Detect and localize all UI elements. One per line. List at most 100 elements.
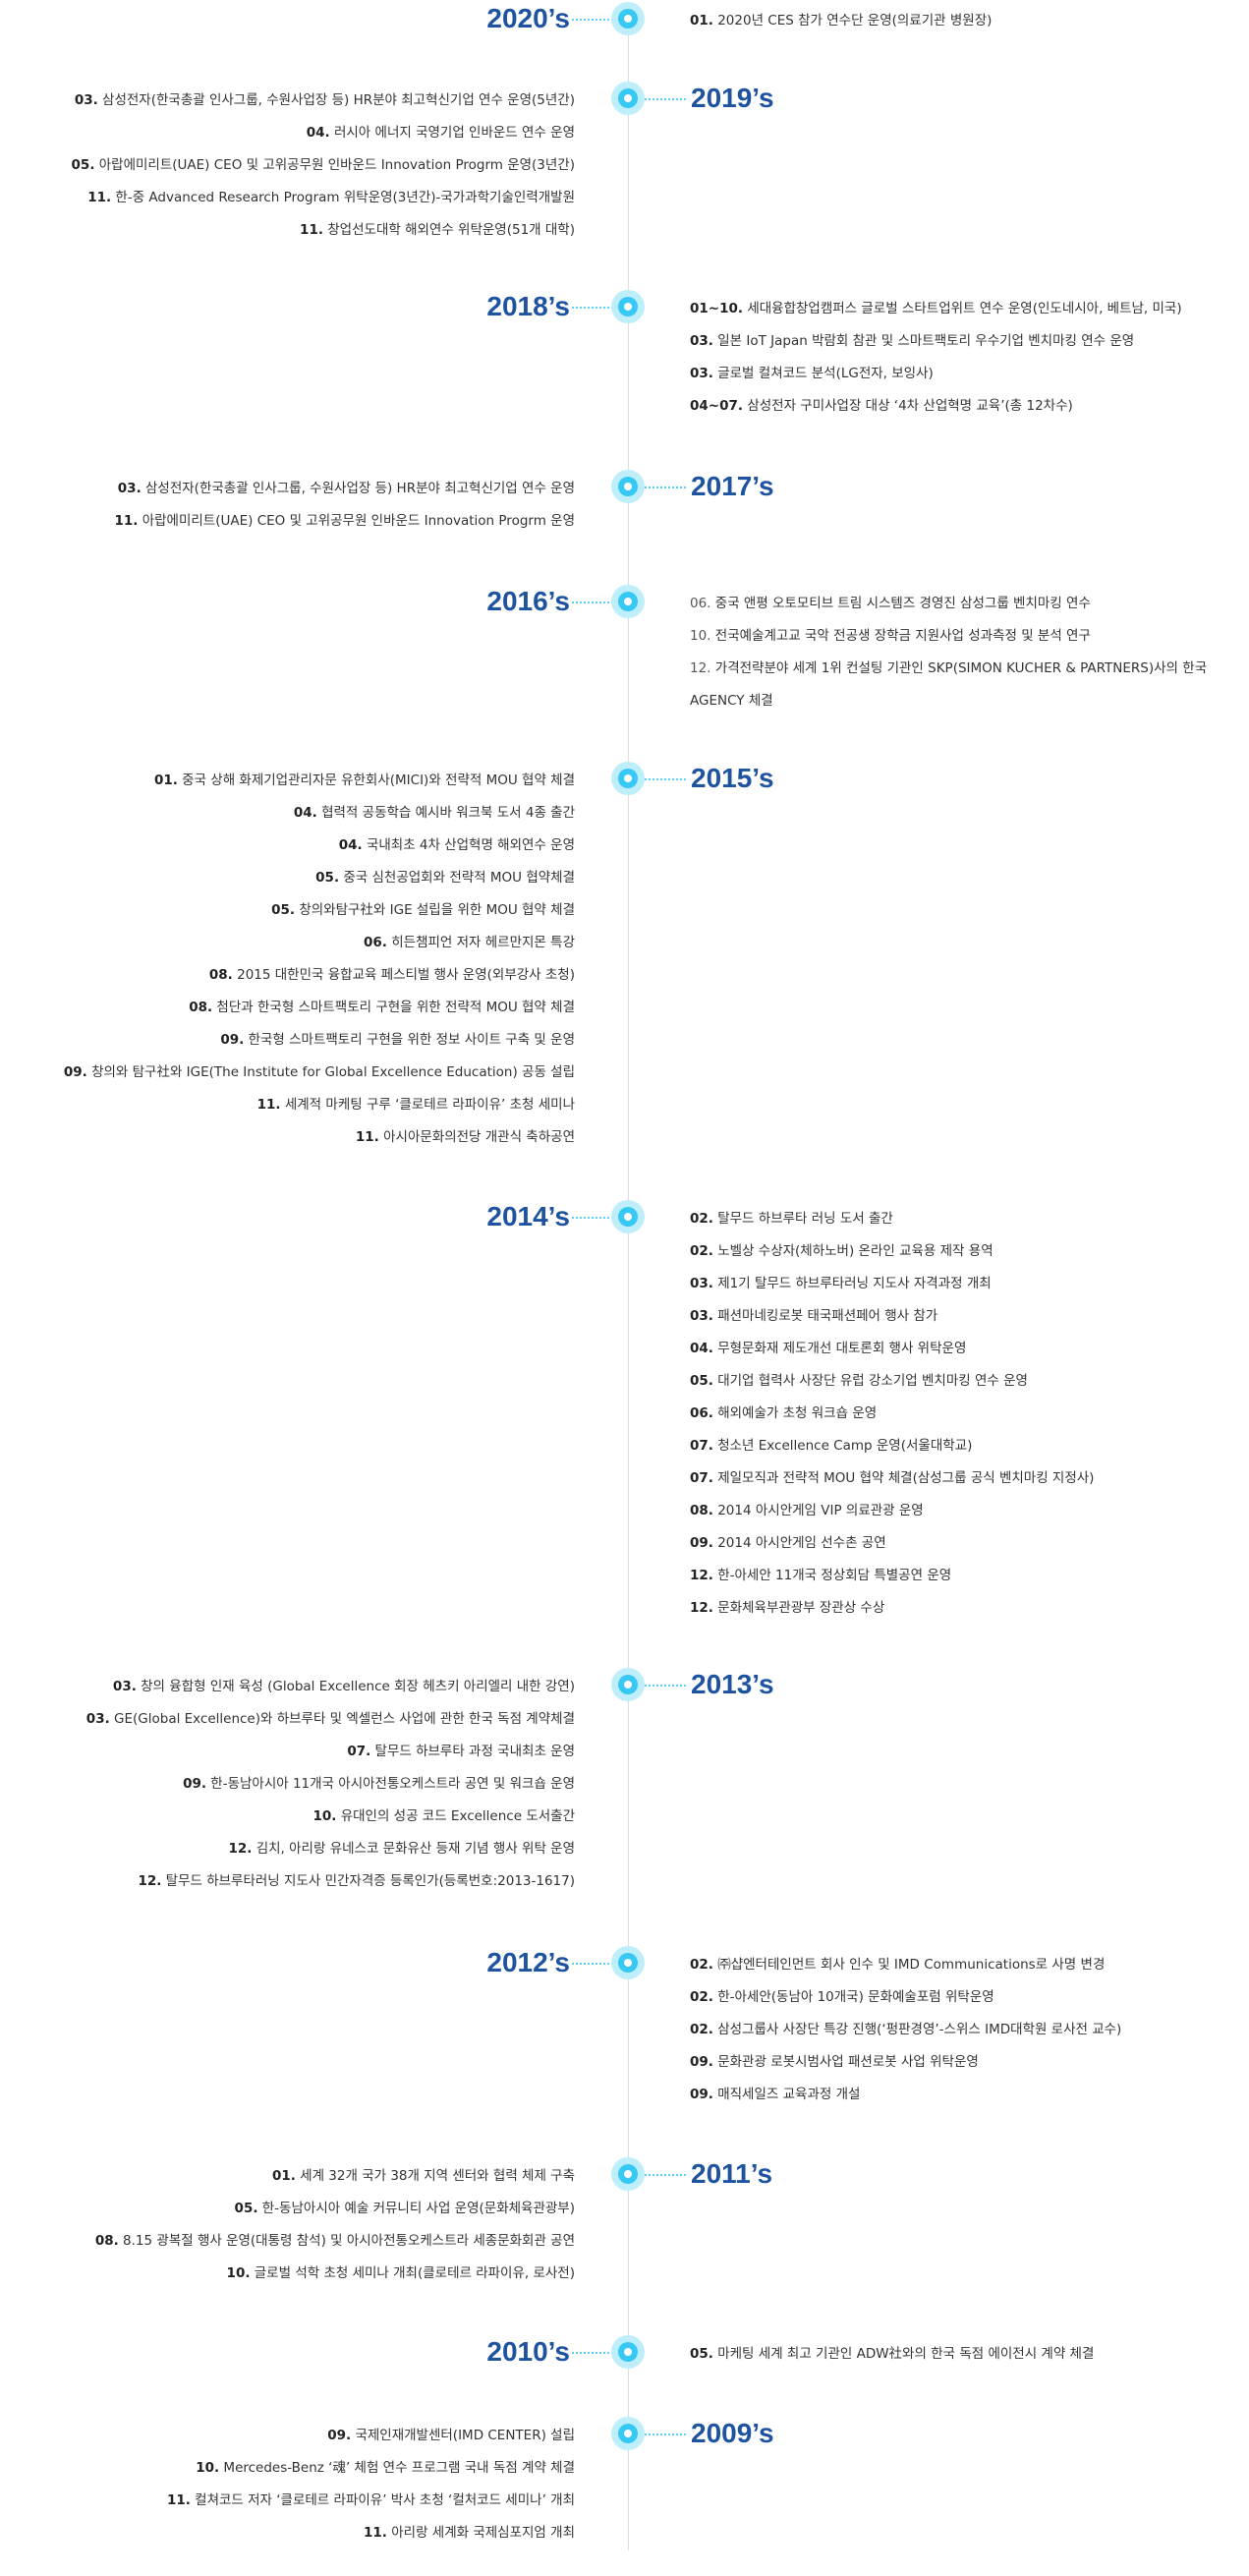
item-text: 아리랑 세계화 국제심포지엄 개최 [391,2525,575,2541]
item-month: 08. [94,2233,119,2249]
item-text: 세계 32개 국가 38개 지역 센터와 협력 체제 구축 [300,2168,575,2184]
item-month: 06. [364,935,387,950]
timeline-item: 04. 국내최초 4차 산업혁명 해외연수 운영 [0,830,575,862]
year-items: 02. ㈜샵엔터테인먼트 회사 인수 및 IMD Communications로… [690,1949,1240,2111]
item-month: 08. [189,1000,213,1015]
timeline-item: 01. 중국 상해 화제기업관리자문 유한회사(MICI)와 전략적 MOU 협… [0,765,575,797]
year-connector [645,98,686,100]
timeline-item: 11. 창업선도대학 해외연수 위탁운영(51개 대학) [0,214,575,247]
item-text: 대기업 협력사 사장단 유럽 강소기업 벤치마킹 연수 운영 [717,1373,1028,1389]
item-text: 국내최초 4차 산업혁명 해외연수 운영 [366,837,575,853]
item-month: 03. [690,366,713,381]
timeline-item: 09. 문화관광 로봇시범사업 패션로봇 사업 위탁운영 [690,2046,1240,2079]
timeline-node-icon [611,2,645,35]
timeline-item: 05. 아랍에미리트(UAE) CEO 및 고위공무원 인바운드 Innovat… [0,149,575,182]
year-connector [572,19,613,21]
timeline-item: 03. 제1기 탈무드 하브루타러닝 지도사 자격과정 개최 [690,1268,1240,1300]
item-text: 노벨상 수상자(체하노버) 온라인 교육용 제작 용역 [717,1243,994,1259]
timeline-item: 04. 무형문화재 제도개선 대토론회 행사 위탁운영 [690,1333,1240,1365]
year-connector [645,2174,686,2176]
item-text: 2014 아시안게임 선수촌 공연 [717,1535,886,1551]
year-connector [572,1963,613,1965]
item-text: 중국 심천공업회와 전략적 MOU 협약체결 [343,870,575,886]
item-month: 09. [690,2054,713,2070]
item-text: 마케팅 세계 최고 기관인 ADW社와의 한국 독점 에이전시 계약 체결 [717,2346,1095,2362]
item-text: 중국 상해 화제기업관리자문 유한회사(MICI)와 전략적 MOU 협약 체결 [182,773,575,788]
item-text: 한-아세안 11개국 정상회담 특별공연 운영 [717,1568,952,1583]
item-text: 중국 앤평 오토모티브 트림 시스템즈 경영진 삼성그룹 벤치마킹 연수 [714,596,1091,611]
year-items: 01. 2020년 CES 참가 연수단 운영(의료기관 병원장) [690,5,1240,37]
year-connector [645,1685,686,1687]
item-text: Mercedes-Benz ‘魂’ 체험 연수 프로그램 국내 독점 계약 체결 [223,2460,575,2476]
timeline-item: 07. 청소년 Excellence Camp 운영(서울대학교) [690,1430,1240,1462]
item-month: 03. [112,1679,137,1694]
timeline-item: 07. 제일모직과 전략적 MOU 협약 체결(삼성그룹 공식 벤치마킹 지정사… [690,1462,1240,1495]
item-text: ㈜샵엔터테인먼트 회사 인수 및 IMD Communications로 사명 … [717,1957,1106,1973]
item-month: 11. [364,2525,387,2541]
item-month: 11. [166,2492,191,2508]
item-text: 창의와 탐구社와 IGE(The Institute for Global Ex… [91,1064,575,1080]
timeline-item: 12. 한-아세안 11개국 정상회담 특별공연 운영 [690,1560,1240,1592]
item-text: 국제인재개발센터(IMD CENTER) 설립 [355,2428,575,2443]
timeline-item: 02. ㈜샵엔터테인먼트 회사 인수 및 IMD Communications로… [690,1949,1240,1981]
year-label: 2017’s [691,471,774,501]
item-month: 09. [183,1776,206,1792]
item-text: 삼성전자 구미사업장 대상 ‘4차 산업혁명 교육’(총 12차수) [747,398,1073,414]
item-month: 03. [690,1276,713,1291]
timeline-node-icon [611,1200,645,1233]
year-label: 2013’s [691,1669,774,1699]
timeline-item: 06. 히든챔피언 저자 헤르만지몬 특강 [0,927,575,959]
item-text: 청소년 Excellence Camp 운영(서울대학교) [717,1438,973,1454]
item-text: 한-동남아시아 예술 커뮤니티 사업 운영(문화체육관광부) [261,2201,575,2216]
item-month: 06. [690,596,711,611]
item-month: 03. [74,92,98,108]
timeline-item: 02. 노벨상 수상자(체하노버) 온라인 교육용 제작 용역 [690,1235,1240,1268]
timeline-item: 11. 아시아문화의전당 개관식 축하공연 [0,1121,575,1154]
item-text: 글로벌 컬쳐코드 분석(LG전자, 보잉사) [717,366,934,381]
timeline-node-icon [611,762,645,795]
timeline-item: 12. 문화체육부관광부 장관상 수상 [690,1592,1240,1625]
item-text: GE(Global Excellence)와 하브루타 및 엑셀런스 사업에 관… [114,1711,575,1727]
timeline-item: 03. 일본 IoT Japan 박람회 참관 및 스마트팩토리 우수기업 벤치… [690,325,1240,358]
item-text: 2014 아시안게임 VIP 의료관광 운영 [717,1503,924,1518]
item-text: 한-동남아시아 11개국 아시아전통오케스트라 공연 및 워크숍 운영 [210,1776,575,1792]
item-text: 세계적 마케팅 구루 ‘클로테르 라파이유’ 초청 세미나 [284,1097,575,1113]
item-text: 한-중 Advanced Research Program 위탁운영(3년간)-… [115,190,575,205]
timeline-node-icon [611,1946,645,1979]
item-month: 10. [226,2265,251,2281]
timeline-item: 09. 매직세일즈 교육과정 개설 [690,2079,1240,2111]
year-label: 2018’s [486,291,570,321]
timeline-item: 09. 국제인재개발센터(IMD CENTER) 설립 [0,2420,575,2452]
timeline-item: 02. 탈무드 하브루타 러닝 도서 출간 [690,1203,1240,1235]
timeline-item: 04. 협력적 공동학습 예시바 워크북 도서 4종 출간 [0,797,575,830]
timeline-item: 08. 8.15 광복절 행사 운영(대통령 참석) 및 아시아전통오케스트라 … [0,2225,575,2258]
year-connector [572,307,613,309]
item-month: 01. [690,13,713,29]
item-month: 12. [690,660,711,676]
year-label: 2012’s [486,1947,570,1977]
item-month: 03. [690,1308,713,1324]
timeline-item: 12. 가격전략분야 세계 1위 컨설팅 기관인 SKP(SIMON KUCHE… [690,653,1240,717]
timeline-node-icon [611,585,645,618]
timeline-item: 03. GE(Global Excellence)와 하브루타 및 엑셀런스 사… [0,1703,575,1736]
timeline-item: 09. 한국형 스마트팩토리 구현을 위한 정보 사이트 구축 및 운영 [0,1024,575,1057]
timeline-item: 08. 2014 아시안게임 VIP 의료관광 운영 [690,1495,1240,1527]
year-connector [645,487,686,488]
item-month: 03. [690,333,713,349]
timeline-item: 05. 중국 심천공업회와 전략적 MOU 협약체결 [0,862,575,894]
item-text: 삼성전자(한국총괄 인사그룹, 수원사업장 등) HR분야 최고혁신기업 연수 … [145,481,575,496]
item-text: 탈무드 하브루타러닝 지도사 민간자격증 등록인가(등록번호:2013-1617… [165,1873,575,1889]
timeline-item: 11. 아리랑 세계화 국제심포지엄 개최 [0,2517,575,2549]
timeline-item: 09. 한-동남아시아 11개국 아시아전통오케스트라 공연 및 워크숍 운영 [0,1768,575,1801]
timeline-item: 05. 대기업 협력사 사장단 유럽 강소기업 벤치마킹 연수 운영 [690,1365,1240,1398]
item-month: 11. [355,1129,379,1145]
timeline-item: 09. 2014 아시안게임 선수촌 공연 [690,1527,1240,1560]
timeline-item: 07. 탈무드 하브루타 과정 국내최초 운영 [0,1736,575,1768]
item-text: 삼성전자(한국총괄 인사그룹, 수원사업장 등) HR분야 최고혁신기업 연수 … [102,92,575,108]
timeline-item: 12. 탈무드 하브루타러닝 지도사 민간자격증 등록인가(등록번호:2013-… [0,1865,575,1898]
item-month: 02. [690,1957,713,1973]
item-month: 04. [690,1341,713,1356]
timeline-item: 10. 유대인의 성공 코드 Excellence 도서출간 [0,1801,575,1833]
item-text: 가격전략분야 세계 1위 컨설팅 기관인 SKP(SIMON KUCHER & … [690,660,1208,709]
